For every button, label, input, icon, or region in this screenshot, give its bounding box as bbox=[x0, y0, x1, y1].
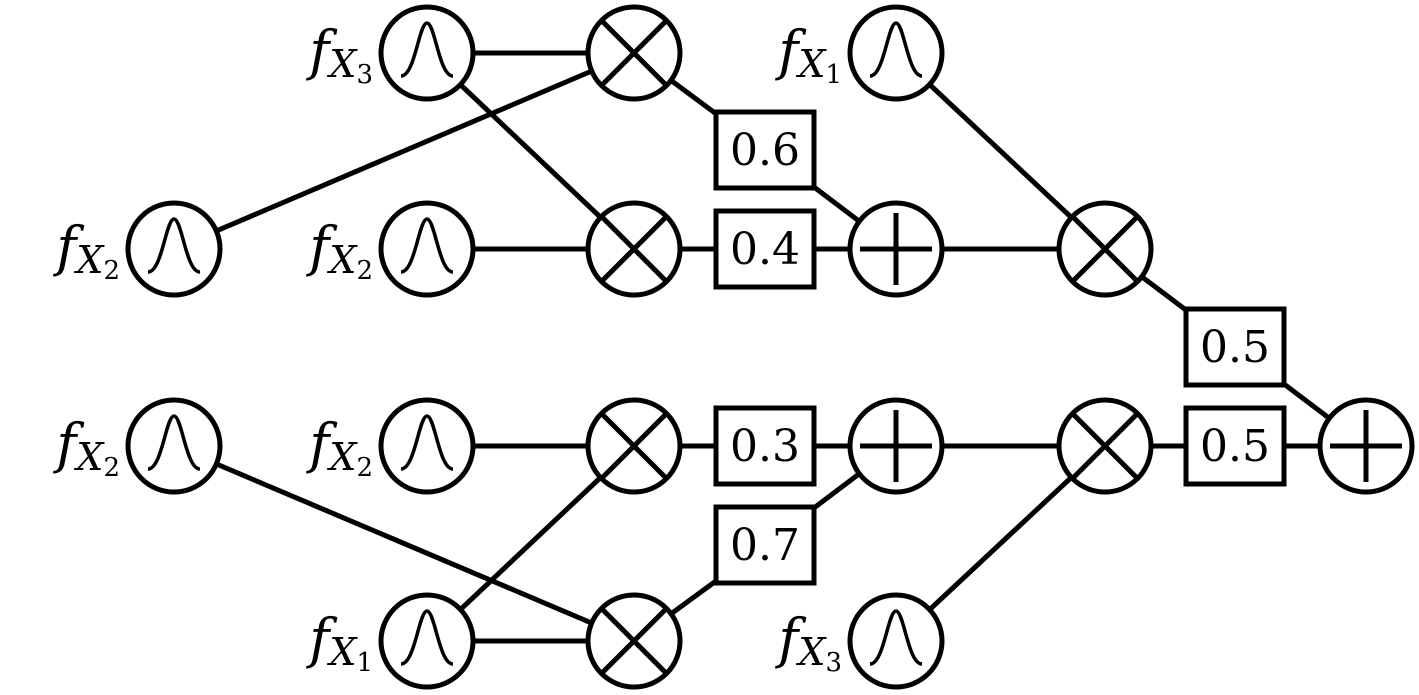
leaf-label: fX1 bbox=[305, 607, 373, 678]
edge-leaf-x2-left-b-to-prod-6 bbox=[173, 443, 635, 644]
leaf-circle bbox=[125, 200, 223, 298]
times-icon bbox=[600, 412, 668, 480]
leaf-circle bbox=[378, 397, 476, 495]
leaf-label-sub: 3 bbox=[356, 60, 373, 90]
weight-box: 0.6 bbox=[713, 109, 817, 191]
leaf-label: fX1 bbox=[774, 19, 842, 90]
leaf-label: fX2 bbox=[52, 412, 120, 483]
leaf-label: fX2 bbox=[52, 215, 120, 286]
leaf-node bbox=[378, 592, 476, 690]
leaf-circle bbox=[378, 4, 476, 102]
nodes: 0.6 0.4 0.5 0.3 0.5 0.7 bbox=[125, 4, 1415, 690]
times-icon bbox=[1071, 412, 1139, 480]
plus-icon bbox=[1330, 410, 1402, 482]
leaf-circle bbox=[847, 592, 945, 690]
weight-box: 0.7 bbox=[713, 504, 817, 586]
leaf-label-sub: 2 bbox=[356, 256, 373, 286]
times-icon bbox=[600, 215, 668, 283]
gaussian-icon bbox=[400, 414, 454, 471]
weight-value: 0.7 bbox=[730, 520, 800, 571]
leaf-label-sub: 1 bbox=[825, 60, 842, 90]
times-icon bbox=[1071, 215, 1139, 283]
weight-rect bbox=[713, 109, 817, 191]
leaf-label: fX2 bbox=[305, 215, 373, 286]
gaussian-icon bbox=[869, 609, 923, 666]
gaussian-icon bbox=[400, 217, 454, 274]
leaf-node bbox=[847, 592, 945, 690]
leaf-label-sub: 3 bbox=[825, 648, 842, 678]
gaussian-icon bbox=[147, 217, 201, 274]
times-icon bbox=[600, 19, 668, 87]
leaf-node bbox=[378, 4, 476, 102]
weight-value: 0.4 bbox=[730, 224, 800, 275]
weight-rect bbox=[713, 208, 817, 290]
weight-value: 0.3 bbox=[730, 421, 800, 472]
leaf-label-sub: 2 bbox=[103, 453, 120, 483]
weight-box: 0.3 bbox=[713, 405, 817, 487]
weight-box: 0.5 bbox=[1183, 306, 1287, 388]
leaf-label-var: X bbox=[73, 238, 105, 282]
leaf-label-var: X bbox=[795, 630, 827, 674]
leaf-circle bbox=[125, 397, 223, 495]
leaf-circle bbox=[378, 200, 476, 298]
leaf-node bbox=[378, 200, 476, 298]
leaf-label-var: X bbox=[326, 435, 358, 479]
edge-leaf-x2-left-a-to-prod-1 bbox=[173, 50, 635, 252]
leaf-label-var: X bbox=[795, 42, 827, 86]
product-node bbox=[585, 4, 683, 102]
sum-node bbox=[847, 397, 945, 495]
leaf-label-var: X bbox=[326, 630, 358, 674]
product-node bbox=[585, 397, 683, 495]
leaf-circle bbox=[847, 4, 945, 102]
product-node bbox=[585, 592, 683, 690]
gaussian-icon bbox=[400, 609, 454, 666]
weight-value: 0.6 bbox=[730, 125, 800, 176]
plus-icon bbox=[860, 213, 932, 285]
weight-rect bbox=[1183, 306, 1287, 388]
leaf-node bbox=[125, 397, 223, 495]
weight-rect bbox=[1183, 405, 1287, 487]
gaussian-icon bbox=[400, 21, 454, 78]
leaf-label: fX3 bbox=[774, 607, 842, 678]
leaf-node bbox=[847, 4, 945, 102]
leaf-label-sub: 1 bbox=[356, 648, 373, 678]
leaf-node bbox=[125, 200, 223, 298]
product-node bbox=[1056, 397, 1154, 495]
leaf-label-sub: 2 bbox=[356, 453, 373, 483]
gaussian-icon bbox=[147, 414, 201, 471]
product-node bbox=[585, 200, 683, 298]
product-node bbox=[1056, 200, 1154, 298]
weight-box: 0.4 bbox=[713, 208, 817, 290]
sum-node bbox=[1317, 397, 1415, 495]
leaf-node bbox=[378, 397, 476, 495]
leaf-label-sub: 2 bbox=[103, 256, 120, 286]
times-icon bbox=[600, 607, 668, 675]
plus-icon bbox=[860, 410, 932, 482]
leaf-label: fX2 bbox=[305, 412, 373, 483]
weight-box: 0.5 bbox=[1183, 405, 1287, 487]
gaussian-icon bbox=[869, 21, 923, 78]
leaf-circle bbox=[378, 592, 476, 690]
leaf-label-var: X bbox=[326, 42, 358, 86]
weight-rect bbox=[713, 504, 817, 586]
leaf-label-var: X bbox=[326, 238, 358, 282]
weight-rect bbox=[713, 405, 817, 487]
leaf-label-var: X bbox=[73, 435, 105, 479]
weight-value: 0.5 bbox=[1200, 322, 1270, 373]
weight-value: 0.5 bbox=[1200, 421, 1270, 472]
sum-node bbox=[847, 200, 945, 298]
leaf-label: fX3 bbox=[305, 19, 373, 90]
